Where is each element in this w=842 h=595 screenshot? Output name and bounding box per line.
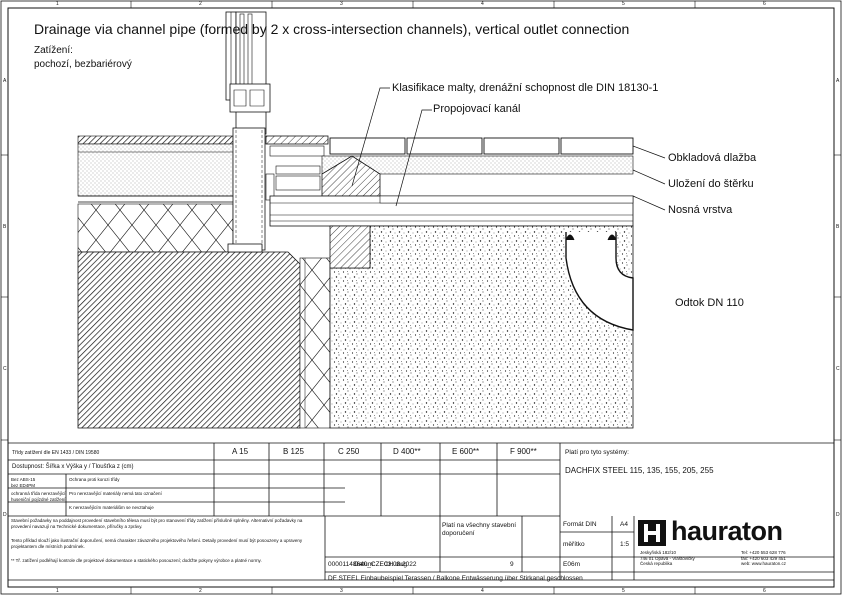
systems-list: DACHFIX STEEL 115, 135, 155, 205, 255 <box>565 466 714 475</box>
inner-frame <box>7 7 835 588</box>
grid-col-5: 5 <box>622 1 625 7</box>
note-all: Platí na všechny stavební doporučení <box>442 522 517 537</box>
channel-grate <box>265 135 329 145</box>
grid-col-3-bottom: 3 <box>340 588 343 594</box>
grid-col-4: 4 <box>481 1 484 7</box>
class-a15: A 15 <box>232 447 249 456</box>
tile-layer <box>329 137 634 155</box>
grid-col-6: 6 <box>763 1 766 7</box>
grid-col-3: 3 <box>340 1 343 7</box>
callout-outlet: Odtok DN 110 <box>675 297 744 309</box>
row-a-label: Bez ABS-15 bez ED4PM <box>11 477 36 488</box>
grid-col-6-bottom: 6 <box>763 588 766 594</box>
class-b125: B 125 <box>283 447 304 456</box>
thermal-insulation <box>77 203 234 253</box>
notes-2: Tento příklad slouží jako ilustrační dop… <box>11 538 303 549</box>
notes-3: ** Tř. zatížení podléhají kontrole dle p… <box>11 558 262 563</box>
outlet-pipe <box>565 232 634 331</box>
grid-row-d-right: D <box>836 512 840 518</box>
grid-col-2-bottom: 2 <box>199 588 202 594</box>
class-e600: E 600** <box>452 447 480 456</box>
class-c250: C 250 <box>338 447 360 456</box>
grid-row-a-right: A <box>836 78 840 84</box>
grid-row-b: B <box>3 224 7 230</box>
grid-col-4-bottom: 4 <box>481 588 484 594</box>
load-label: Zatížení: <box>34 45 73 56</box>
scale-label: měřítko <box>563 541 585 548</box>
date-label: Datum: <box>354 561 375 568</box>
gravel-bed <box>321 155 634 175</box>
mortar-block <box>329 225 371 269</box>
class-f900: F 900** <box>510 447 537 456</box>
row-b-text2: K nerezavějícím materiálům se nevztahuje <box>69 505 154 510</box>
grid-row-c: C <box>3 366 7 372</box>
grid-row-d: D <box>3 512 7 518</box>
load-value: pochozí, bezbariérový <box>34 59 132 70</box>
class-header: Třídy zatížení dle EN 1433 / DIN 19580 <box>12 450 100 456</box>
brand-contact: Tel: +420 553 628 776 fax: +420 603 429 … <box>741 550 787 566</box>
row-a-text: Ochrana proti korozi třídy <box>69 477 120 482</box>
grid-col-1-bottom: 1 <box>56 588 59 594</box>
grid-col-5-bottom: 5 <box>622 588 625 594</box>
concrete-slab <box>77 251 301 429</box>
title-block-lines <box>8 442 834 581</box>
systems-label: Platí pro tyto systémy: <box>565 449 629 456</box>
grid-col-2: 2 <box>199 1 202 7</box>
brand-address: Jeskyňská 182/10 746 01 Opava - Vlaštovi… <box>640 550 695 566</box>
callout-tiles: Obkladová dlažba <box>668 152 757 164</box>
grid-row-b-right: B <box>836 224 840 230</box>
revision: 9 <box>510 561 514 568</box>
callout-mortar: Klasifikace malty, drenážní schopnost dl… <box>392 82 659 94</box>
mortar-haunch <box>321 155 381 197</box>
dims-label: Dostupnost: Šířka x Výška y / Tloušťka z… <box>12 464 134 470</box>
brand-name: hauraton <box>671 516 783 546</box>
date-value: 03.08.2022 <box>384 561 417 568</box>
door-threshold-post <box>232 127 266 251</box>
callout-base: Nosná vrstva <box>668 204 733 216</box>
grid-col-1: 1 <box>56 1 59 7</box>
row-b-text1: Pro nerezavějící materiály nemá tato ozn… <box>69 491 162 496</box>
sheet-id: E06m <box>563 561 580 568</box>
notes-1: Stavební požadavky na poddajnost provede… <box>11 518 303 529</box>
class-d400: D 400** <box>393 447 421 456</box>
callout-channel: Propojovací kanál <box>433 103 521 115</box>
format-value: A4 <box>620 521 628 528</box>
drawing-title: Drainage via channel pipe (formed by 2 x… <box>34 21 630 37</box>
grid-row-a: A <box>3 78 7 84</box>
footer-filename: DF STEEL Einbaubeispiel Terassen / Balko… <box>328 575 583 582</box>
facade-insulation <box>299 257 331 429</box>
format-label: Formát DIN <box>563 521 597 528</box>
callout-gravel: Uložení do štěrku <box>668 178 754 190</box>
grid-row-c-right: C <box>836 366 840 372</box>
doc-number: 00001148640_CZECH.dwg <box>328 561 408 568</box>
leader-lines <box>351 87 666 211</box>
hauraton-logo-icon <box>638 520 666 546</box>
scale-value: 1:5 <box>620 541 630 548</box>
row-b-label: ochranná třída nerezavějící huseniční po… <box>11 491 66 502</box>
edge-strip <box>77 135 234 145</box>
